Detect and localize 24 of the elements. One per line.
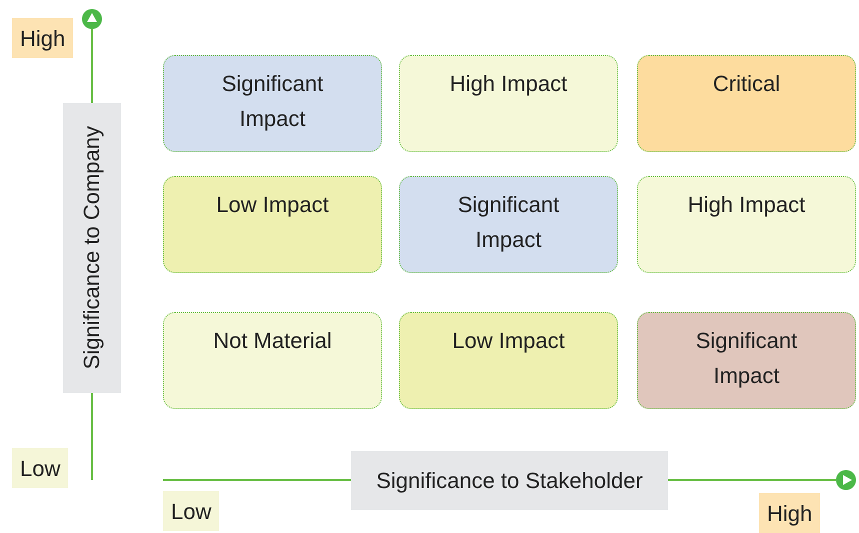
impact-box: [163, 176, 382, 273]
impact-label: Low Impact: [216, 191, 329, 219]
impact-label: Significant Impact: [694, 327, 798, 390]
axis-level-label: Low: [12, 448, 68, 488]
axis-level-label: High: [759, 493, 820, 533]
impact-box: [163, 312, 382, 409]
impact-label: High Impact: [450, 70, 568, 98]
impact-box: [163, 55, 382, 152]
impact-box: [637, 55, 856, 152]
impact-label: High Impact: [688, 191, 806, 219]
impact-box: [637, 312, 856, 409]
impact-box: [637, 176, 856, 273]
axis-title: Significance to Company: [63, 103, 121, 393]
impact-box: [399, 312, 618, 409]
impact-label: Significant Impact: [456, 191, 560, 254]
axis-level-label: High: [12, 18, 74, 58]
impact-label: Low Impact: [452, 327, 565, 355]
impact-box: [399, 176, 618, 273]
axis-level-label: Low: [163, 491, 220, 531]
impact-label: Not Material: [213, 327, 332, 355]
impact-box: [399, 55, 618, 152]
impact-label: Significant Impact: [220, 70, 324, 133]
axis-title: Significance to Stakeholder: [351, 451, 668, 510]
impact-label: Critical: [712, 70, 780, 98]
